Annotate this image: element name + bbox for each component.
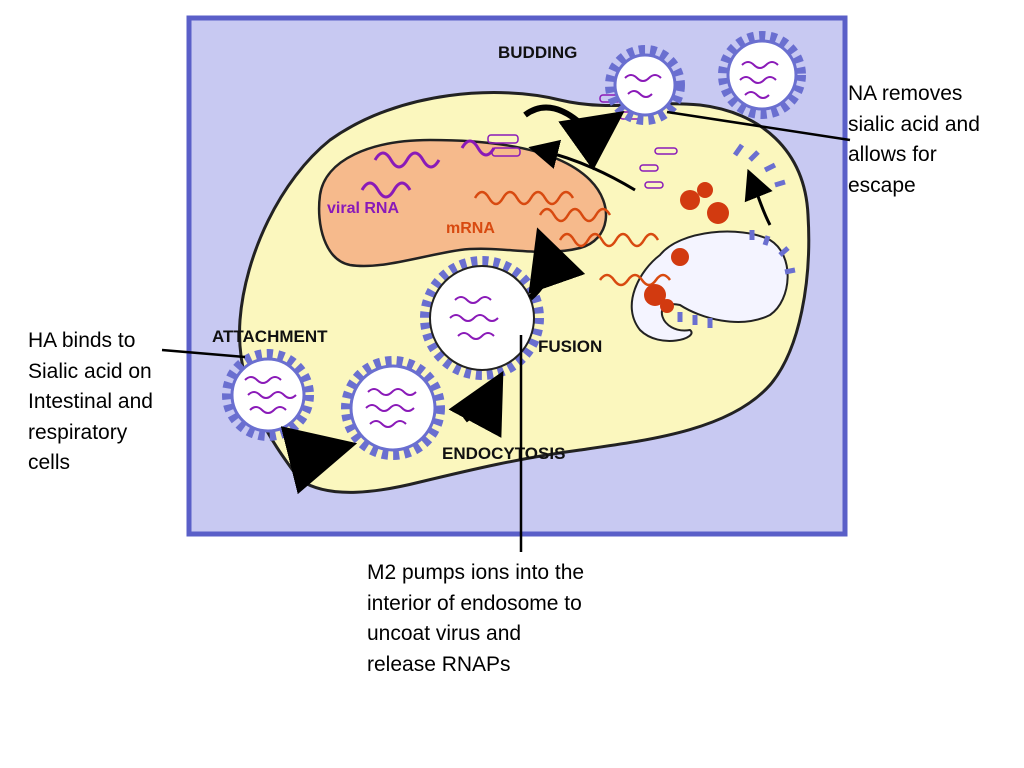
viral-rna-strands xyxy=(360,139,496,199)
virion-fusion-endosome xyxy=(420,256,544,380)
m2-annotation-line: uncoat virus and xyxy=(367,622,522,645)
mrna-strand xyxy=(473,190,575,206)
na-annotation-line: sialic acid and xyxy=(848,112,980,136)
attachment-arrow xyxy=(280,426,358,495)
na-annotation-line: NA removes xyxy=(848,82,963,105)
virion-budding xyxy=(605,45,685,125)
stage-label-budding: BUDDING xyxy=(498,43,577,62)
endocytosis-arrow xyxy=(448,370,504,438)
virion-attachment xyxy=(222,349,314,441)
mrna-strands xyxy=(473,190,672,287)
mrna-strand xyxy=(598,273,672,287)
m2-annotation-line: release RNAPs xyxy=(367,652,511,676)
ribosome xyxy=(680,190,700,210)
mrna-strand xyxy=(538,207,612,223)
ha-callout-line xyxy=(161,348,246,359)
ha-annotation-line: cells xyxy=(28,451,71,474)
label-mrna: mRNA xyxy=(446,220,495,237)
ribosomes xyxy=(644,182,729,313)
ribosome xyxy=(660,299,674,313)
ha-annotation-line: HA binds to xyxy=(28,329,136,352)
export-arrow xyxy=(523,104,625,171)
fusion-arrow xyxy=(527,227,586,301)
stage-label-attachment: ATTACHMENT xyxy=(212,327,328,346)
m2-annotation: M2 pumps ions into the interior of endos… xyxy=(367,558,584,680)
ha-annotation-line: Sialic acid on xyxy=(28,359,152,383)
m2-annotation-line: M2 pumps ions into the xyxy=(367,561,585,584)
ribosome xyxy=(707,202,729,224)
na-annotation: NA removes sialic acid and allows for es… xyxy=(848,79,980,201)
ha-annotation-line: respiratory xyxy=(28,420,128,444)
assembly-arrow xyxy=(528,139,636,192)
ribosome xyxy=(671,248,689,266)
label-viral-rna: viral RNA xyxy=(327,200,399,217)
virion-released xyxy=(718,31,806,119)
na-annotation-line: escape xyxy=(848,173,916,197)
na-annotation-line: allows for xyxy=(848,143,937,166)
viral-rna-strand xyxy=(460,139,496,157)
transport-arrow xyxy=(744,168,773,226)
ribosome xyxy=(697,182,713,198)
stage-label-fusion: FUSION xyxy=(538,337,602,356)
viral-rna-strand xyxy=(373,151,441,169)
ha-annotation: HA binds to Sialic acid on Intestinal an… xyxy=(28,326,153,479)
virion-endocytosis xyxy=(341,356,445,460)
m2-annotation-line: interior of endosome to xyxy=(367,591,582,615)
stage-label-endocytosis: ENDOCYTOSIS xyxy=(442,444,565,463)
na-callout-line xyxy=(666,110,851,142)
ha-annotation-line: Intestinal and xyxy=(28,390,153,413)
ribosome xyxy=(644,284,666,306)
viral-rna-strand xyxy=(360,181,412,199)
